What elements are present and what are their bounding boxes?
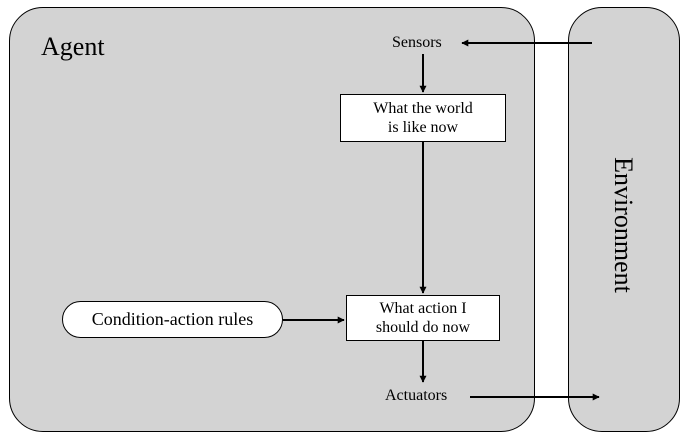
actuators-label: Actuators bbox=[385, 387, 448, 404]
world-state-box-text: What the world is like now bbox=[373, 99, 473, 137]
action-box: What action I should do now bbox=[346, 295, 500, 341]
world-state-line-1: What the world bbox=[373, 100, 473, 117]
condition-action-rules-label: Condition-action rules bbox=[91, 309, 254, 329]
world-state-box: What the world is like now bbox=[340, 94, 506, 142]
action-box-text: What action I should do now bbox=[376, 299, 470, 337]
action-line-2: should do now bbox=[375, 319, 471, 336]
world-state-line-2: is like now bbox=[387, 119, 459, 136]
sensors-label: Sensors bbox=[392, 34, 442, 51]
condition-action-rules-box: Condition-action rules bbox=[62, 301, 283, 338]
environment-panel bbox=[568, 7, 680, 432]
agent-panel bbox=[9, 7, 535, 432]
agent-title: Agent bbox=[41, 32, 105, 61]
action-line-1: What action I bbox=[379, 300, 467, 317]
